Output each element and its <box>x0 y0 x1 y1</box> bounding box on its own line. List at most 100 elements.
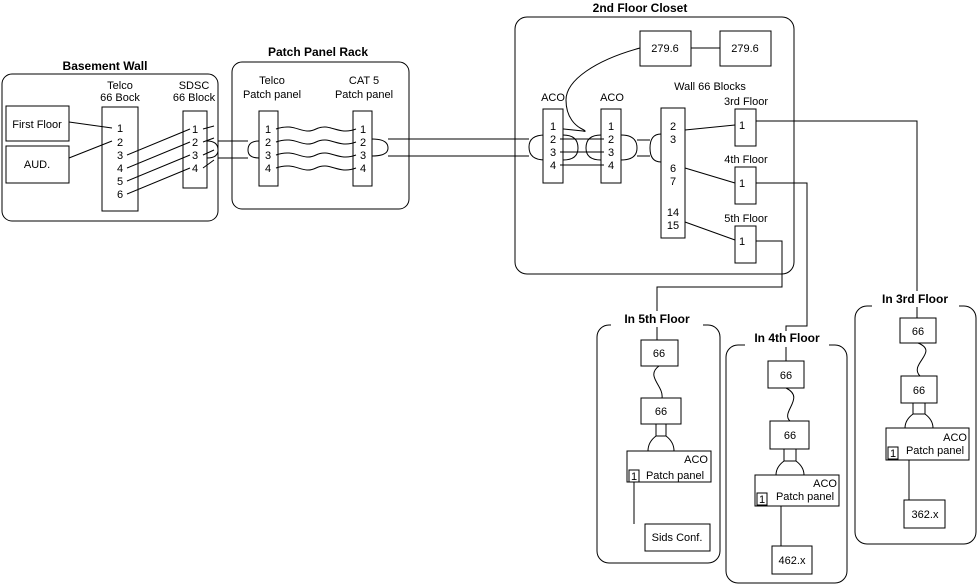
floor4-aco-label: ACO <box>813 478 837 490</box>
telco-patch-panel <box>258 110 279 187</box>
floor5-aco-patch-panel <box>626 450 712 483</box>
floor5-pin: 1 <box>739 236 745 248</box>
aco-to-wall-cable <box>620 133 662 163</box>
floor5-66-block-bottom <box>640 397 682 425</box>
aco-right-block <box>600 108 622 184</box>
cat5-patch-panel <box>352 110 373 187</box>
rack-cat5-pin-1: 1 <box>360 124 366 136</box>
cable-rack-to-closet <box>371 134 546 161</box>
floor3-66-top-label: 66 <box>912 326 924 338</box>
floor3-66-block-bottom <box>900 375 938 404</box>
telco-pin-1: 1 <box>117 123 123 135</box>
box-279-6-right <box>719 30 772 67</box>
aco-cross-wires <box>560 134 604 166</box>
wall-num-14: 14 <box>667 207 679 219</box>
floor4-pin: 1 <box>759 494 765 506</box>
floor3-pin: 1 <box>739 120 745 132</box>
patch-panel-rack-title: Patch Panel Rack <box>268 45 368 59</box>
floor4-pin: 1 <box>739 178 745 190</box>
aco-right-pin-3: 3 <box>608 147 614 159</box>
in-3rd-floor-group: In 3rd Floor 66 66 ACO 1 Patch panel 362… <box>854 291 977 545</box>
box-279-6-left-label: 279.6 <box>651 43 679 55</box>
floor3-pin-box <box>887 446 899 460</box>
telco-patch-panel-label-2: Patch panel <box>243 89 301 101</box>
floor3-label: 3rd Floor <box>724 96 768 108</box>
patch-panel-rack-group: Patch Panel Rack Telco Patch panel 1 2 3… <box>231 45 410 210</box>
cable-basement-to-rack <box>206 140 260 159</box>
aco-right-pin-2: 2 <box>608 134 614 146</box>
floor4-66-top-label: 66 <box>780 370 792 382</box>
sdsc-pin-3: 3 <box>192 150 198 162</box>
floor5-aco-label: ACO <box>684 454 708 466</box>
box-362-x <box>903 499 946 529</box>
telco-pin-4: 4 <box>117 163 123 175</box>
floor4-pin-box <box>756 492 768 506</box>
in-4th-floor-title: In 4th Floor <box>754 331 820 345</box>
wall-66-blocks-label: Wall 66 Blocks <box>674 81 746 93</box>
first-floor-label: First Floor <box>12 119 62 131</box>
wall-num-2: 2 <box>670 121 676 133</box>
rack-wavy-wires <box>275 126 357 171</box>
aco-left-pin-1: 1 <box>550 121 556 133</box>
telco-pin-3: 3 <box>117 150 123 162</box>
patch-panel-rack-frame <box>231 61 410 210</box>
telco-pin-2: 2 <box>117 137 123 149</box>
floor5-label: 5th Floor <box>724 213 768 225</box>
telco-66-block-label-2: 66 Bock <box>100 92 140 104</box>
first-floor-box <box>5 105 70 142</box>
box-462-x-label: 462.x <box>779 555 806 567</box>
basement-wall-group: Basement Wall First Floor AUD. Telco 66 … <box>1 59 219 222</box>
sids-conf-box <box>644 523 711 552</box>
floor4-66-bottom-label: 66 <box>784 430 796 442</box>
rack-cat5-pin-3: 3 <box>360 150 366 162</box>
cat5-patch-panel-label-2: Patch panel <box>335 89 393 101</box>
floor4-aco-patch-panel <box>754 474 840 507</box>
riser-to-5th-floor <box>656 240 783 342</box>
telco-66-block <box>101 106 139 212</box>
second-floor-closet-title: 2nd Floor Closet <box>593 1 688 15</box>
floor5-patch-panel-label: Patch panel <box>646 470 704 482</box>
floor3-pin: 1 <box>890 448 896 460</box>
rack-telco-pin-2: 2 <box>265 137 271 149</box>
floor4-label: 4th Floor <box>724 154 768 166</box>
in-4th-floor-group: In 4th Floor 66 66 ACO 1 Patch panel 462… <box>725 331 848 584</box>
floor4-block <box>734 166 757 205</box>
in-5th-floor-title: In 5th Floor <box>624 312 690 326</box>
aco-right-pin-1: 1 <box>608 121 614 133</box>
rack-cat5-pin-2: 2 <box>360 137 366 149</box>
rack-cat5-pin-4: 4 <box>360 163 366 175</box>
aud-box <box>5 145 70 184</box>
in-5th-floor-group: In 5th Floor 66 66 ACO 1 Patch panel Sid… <box>596 311 721 564</box>
floor3-patch-panel-label: Patch panel <box>906 445 964 457</box>
aud-label: AUD. <box>24 159 50 171</box>
floor4-patch-panel-label: Patch panel <box>776 491 834 503</box>
floor5-66-bottom-label: 66 <box>655 406 667 418</box>
floor3-aco-label: ACO <box>943 432 967 444</box>
aco-left-pin-2: 2 <box>550 134 556 146</box>
sdsc-66-block-label-1: SDSC <box>179 80 210 92</box>
telco-66-block-label-1: Telco <box>107 80 133 92</box>
rack-telco-pin-4: 4 <box>265 163 271 175</box>
floor3-66-bottom-label: 66 <box>913 385 925 397</box>
wall-to-floor-wires <box>684 124 736 241</box>
box-362-x-label: 362.x <box>912 509 939 521</box>
second-floor-closet-frame <box>514 16 795 275</box>
second-floor-closet-group: 2nd Floor Closet 279.6 279.6 ACO 1 2 3 4… <box>514 1 795 275</box>
telco-pin-5: 5 <box>117 176 123 188</box>
floor4-66-block-bottom <box>769 420 810 450</box>
basement-wall-title: Basement Wall <box>63 59 148 73</box>
telco-66-block-pins: 1 2 3 4 5 6 <box>117 123 123 201</box>
wall-num-15: 15 <box>667 220 679 232</box>
wall-num-7: 7 <box>670 176 676 188</box>
sdsc-pin-1: 1 <box>192 124 198 136</box>
aco-left-pin-4: 4 <box>550 160 556 172</box>
aco-left-label: ACO <box>541 92 565 104</box>
sdsc-66-block-pins: 1 2 3 4 <box>192 124 198 175</box>
cat5-patch-panel-label-1: CAT 5 <box>349 75 379 87</box>
floor5-66-top-label: 66 <box>653 348 665 360</box>
aco-right-pin-4: 4 <box>608 160 614 172</box>
floor3-66-block-top <box>899 317 937 344</box>
floor3-aco-patch-panel <box>885 427 970 461</box>
aco-left-block <box>542 108 564 184</box>
